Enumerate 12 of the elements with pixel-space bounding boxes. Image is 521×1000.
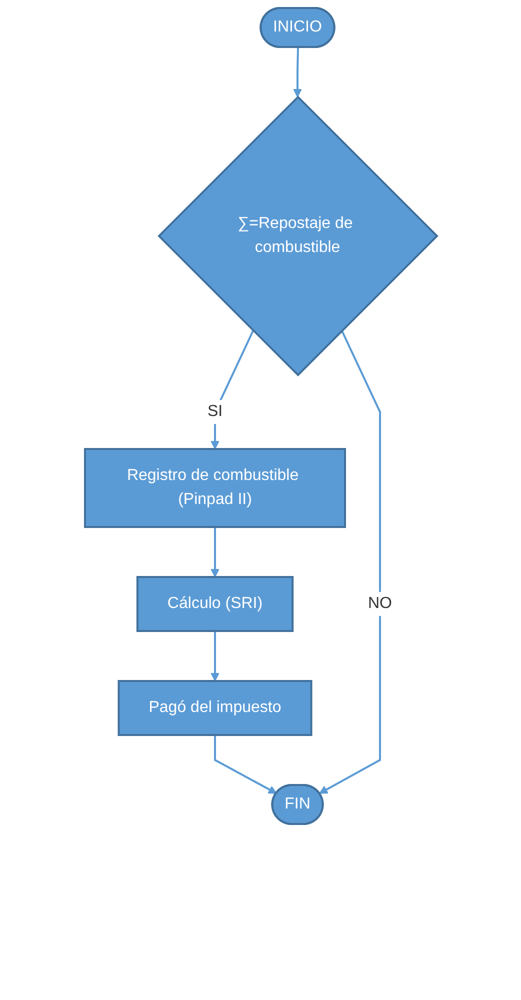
node-box: Pagó del impuesto	[117, 680, 312, 736]
edge-label: NO	[368, 595, 392, 612]
edge-label: SI	[206, 403, 222, 420]
arrow	[214, 735, 276, 794]
node-box: Registro de combustible (Pinpad II)	[84, 448, 346, 528]
arrow	[210, 631, 219, 682]
arrow	[210, 330, 254, 450]
arrow	[210, 527, 219, 578]
arrow	[318, 330, 380, 794]
node-box: Cálculo (SRI)	[136, 576, 294, 632]
node-diamond: ∑=Repostaje de combustible	[157, 96, 438, 376]
arrow	[292, 47, 302, 98]
